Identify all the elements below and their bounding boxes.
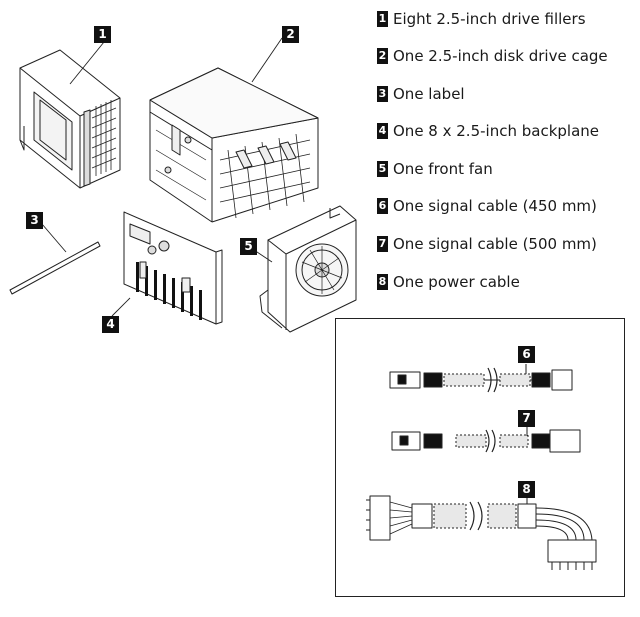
- front-fan-drawing: [259, 205, 357, 333]
- callout-7-badge: 7: [518, 410, 535, 427]
- legend-number-badge: 7: [377, 236, 388, 253]
- legend-item: 2 One 2.5-inch disk drive cage: [377, 44, 639, 69]
- legend-item: 8 One power cable: [377, 269, 639, 294]
- legend-item: 3 One label: [377, 81, 639, 106]
- legend-item: 1 Eight 2.5-inch drive fillers: [377, 6, 639, 31]
- legend-number-badge: 8: [377, 273, 388, 290]
- legend-text: One power cable: [393, 272, 520, 291]
- backplane-drawing: [123, 211, 223, 325]
- legend-text: One signal cable (500 mm): [393, 235, 597, 254]
- label-strip-drawing: [9, 241, 101, 295]
- legend-number-badge: 1: [377, 10, 388, 27]
- legend-text: One front fan: [393, 159, 493, 178]
- cable-detail-box: [335, 318, 625, 597]
- legend-text: Eight 2.5-inch drive fillers: [393, 9, 586, 28]
- legend-item: 4 One 8 x 2.5-inch backplane: [377, 119, 639, 144]
- legend-number-badge: 2: [377, 48, 388, 65]
- callout-2-badge: 2: [282, 26, 299, 43]
- signal-cable-450-drawing: [389, 364, 573, 393]
- legend-text: One label: [393, 84, 465, 103]
- callout-3-badge: 3: [26, 212, 43, 229]
- legend-text: One signal cable (450 mm): [393, 197, 597, 216]
- legend-number-badge: 4: [377, 123, 388, 140]
- legend-item: 7 One signal cable (500 mm): [377, 232, 639, 257]
- leader-lines: [41, 37, 283, 317]
- power-cable-drawing: [366, 494, 597, 570]
- legend-text: One 8 x 2.5-inch backplane: [393, 122, 599, 141]
- legend-number-badge: 5: [377, 160, 388, 177]
- callout-8-badge: 8: [518, 481, 535, 498]
- legend-number-badge: 3: [377, 85, 388, 102]
- drive-cage-drawing: [149, 67, 319, 223]
- signal-cable-500-drawing: [391, 426, 581, 453]
- legend-item: 6 One signal cable (450 mm): [377, 194, 639, 219]
- callout-6-badge: 6: [518, 346, 535, 363]
- legend-number-badge: 6: [377, 198, 388, 215]
- parts-legend: 1 Eight 2.5-inch drive fillers 2 One 2.5…: [377, 6, 639, 307]
- legend-item: 5 One front fan: [377, 156, 639, 181]
- callout-1-badge: 1: [94, 26, 111, 43]
- drive-filler-drawing: [19, 49, 121, 189]
- callout-4-badge: 4: [102, 316, 119, 333]
- callout-5-badge: 5: [240, 238, 257, 255]
- legend-text: One 2.5-inch disk drive cage: [393, 47, 608, 66]
